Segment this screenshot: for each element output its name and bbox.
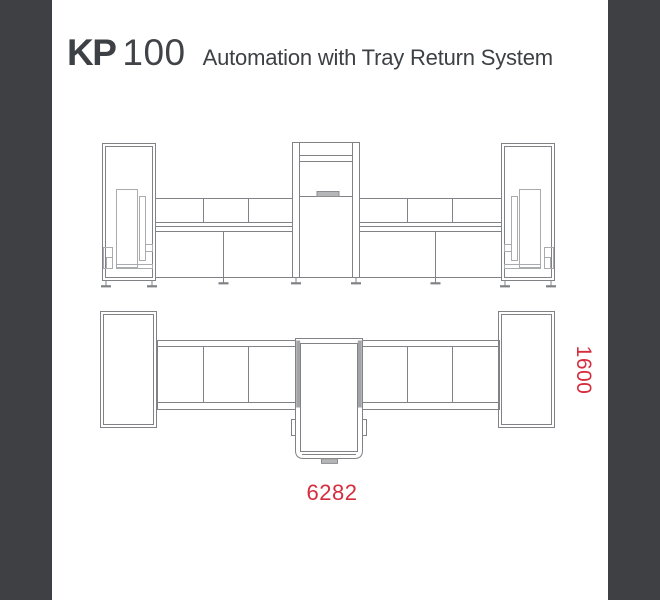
title-product-code: KP (67, 32, 117, 73)
plan-tray-return-unit (291, 338, 367, 464)
elevation-conveyor-left (155, 198, 293, 277)
elevation-conveyor-right (359, 198, 502, 277)
unit-right-tab (362, 419, 367, 436)
unit-left-tab (291, 419, 296, 436)
page-title: KP 100 Automation with Tray Return Syste… (67, 34, 553, 71)
elevation-left-cabinet (102, 143, 156, 281)
right-border-band (608, 0, 660, 600)
elevation-right-cabinet (501, 143, 555, 281)
tray-on-gantry (316, 191, 340, 197)
elevation-center-gantry (292, 142, 360, 278)
dimension-width-label: 6282 (306, 480, 358, 505)
title-subtitle: Automation with Tray Return System (202, 45, 553, 70)
plan-right-cabinet (498, 311, 555, 428)
unit-bottom-connector (321, 458, 338, 464)
dimension-depth-label: 1600 (572, 345, 595, 395)
machine-feet (99, 276, 558, 288)
elevation-view (99, 142, 558, 288)
left-border-band (0, 0, 52, 600)
plan-view (100, 311, 555, 464)
title-model-number: 100 (122, 32, 186, 73)
plan-left-cabinet (100, 311, 157, 428)
